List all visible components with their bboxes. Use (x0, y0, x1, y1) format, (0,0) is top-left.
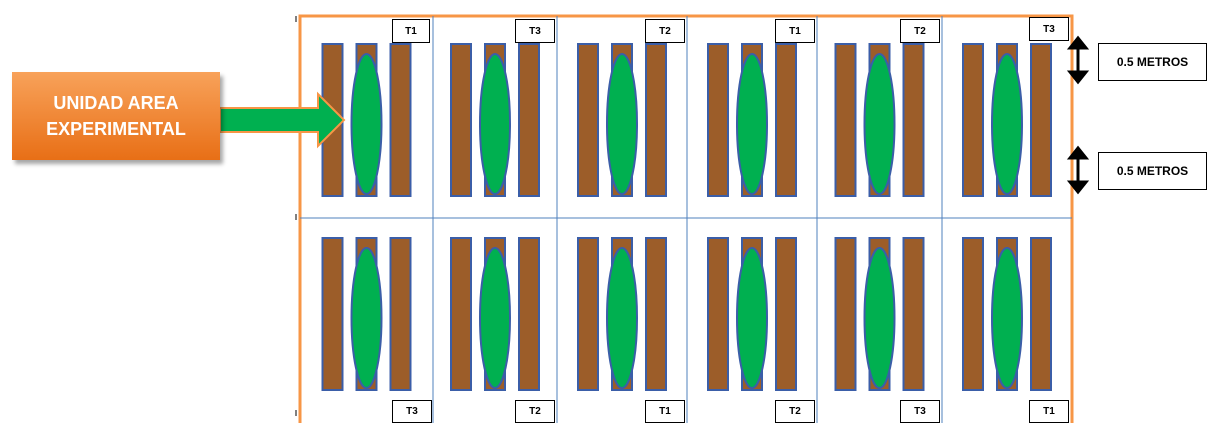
plant (350, 53, 383, 195)
grid-lines (300, 16, 1072, 423)
plant (863, 247, 896, 389)
measure-label-top: 0.5 METROS (1098, 43, 1207, 81)
treatment-label-top: T2 (900, 19, 940, 43)
soil-strip (450, 237, 472, 391)
soil-strip (518, 43, 540, 197)
unit-label-line1: UNIDAD AREA (53, 93, 179, 113)
soil-strip (902, 43, 925, 197)
soil-strip (577, 43, 599, 197)
soil-strip (707, 237, 729, 391)
double-arrow-icon (1066, 35, 1090, 85)
unit-label-line2: EXPERIMENTAL (46, 119, 186, 139)
treatment-label-bottom: T2 (515, 400, 555, 423)
plant (606, 53, 638, 195)
double-arrow-icon (1066, 145, 1090, 195)
treatment-label-top: T1 (775, 19, 815, 43)
soil-strip (518, 237, 540, 391)
treatment-label-bottom: T3 (392, 400, 432, 423)
treatment-label-top: T1 (392, 19, 430, 43)
treatment-label-top: T2 (645, 19, 685, 43)
soil-strip (775, 237, 797, 391)
treatment-label-bottom: T1 (645, 400, 685, 423)
treatment-label-bottom: T3 (900, 400, 940, 423)
treatment-label-bottom: T1 (1029, 400, 1069, 423)
measure-label-bottom: 0.5 METROS (1098, 152, 1207, 190)
soil-strip (389, 237, 412, 391)
soil-strip (1030, 237, 1052, 391)
plots-group (321, 43, 1052, 391)
soil-strip (834, 237, 857, 391)
plant (863, 53, 896, 195)
treatment-label-top: T3 (1029, 17, 1069, 41)
treatment-label-top: T3 (515, 19, 555, 43)
plant (479, 53, 511, 195)
plant (606, 247, 638, 389)
soil-strip (902, 237, 925, 391)
soil-strip (707, 43, 729, 197)
field-border (298, 14, 1074, 423)
soil-strip (962, 237, 984, 391)
soil-strip (834, 43, 857, 197)
soil-strip (577, 237, 599, 391)
soil-strip (389, 43, 412, 197)
plant (991, 247, 1023, 389)
plant (479, 247, 511, 389)
soil-strip (962, 43, 984, 197)
plant (736, 247, 768, 389)
green-arrow-icon (219, 91, 346, 149)
treatment-label-bottom: T2 (775, 400, 815, 423)
soil-strip (645, 43, 667, 197)
experimental-unit-label: UNIDAD AREA EXPERIMENTAL (12, 72, 220, 160)
soil-strip (1030, 43, 1052, 197)
plant (736, 53, 768, 195)
soil-strip (775, 43, 797, 197)
soil-strip (321, 237, 344, 391)
soil-strip (645, 237, 667, 391)
plant (991, 53, 1023, 195)
plant (350, 247, 383, 389)
soil-strip (450, 43, 472, 197)
